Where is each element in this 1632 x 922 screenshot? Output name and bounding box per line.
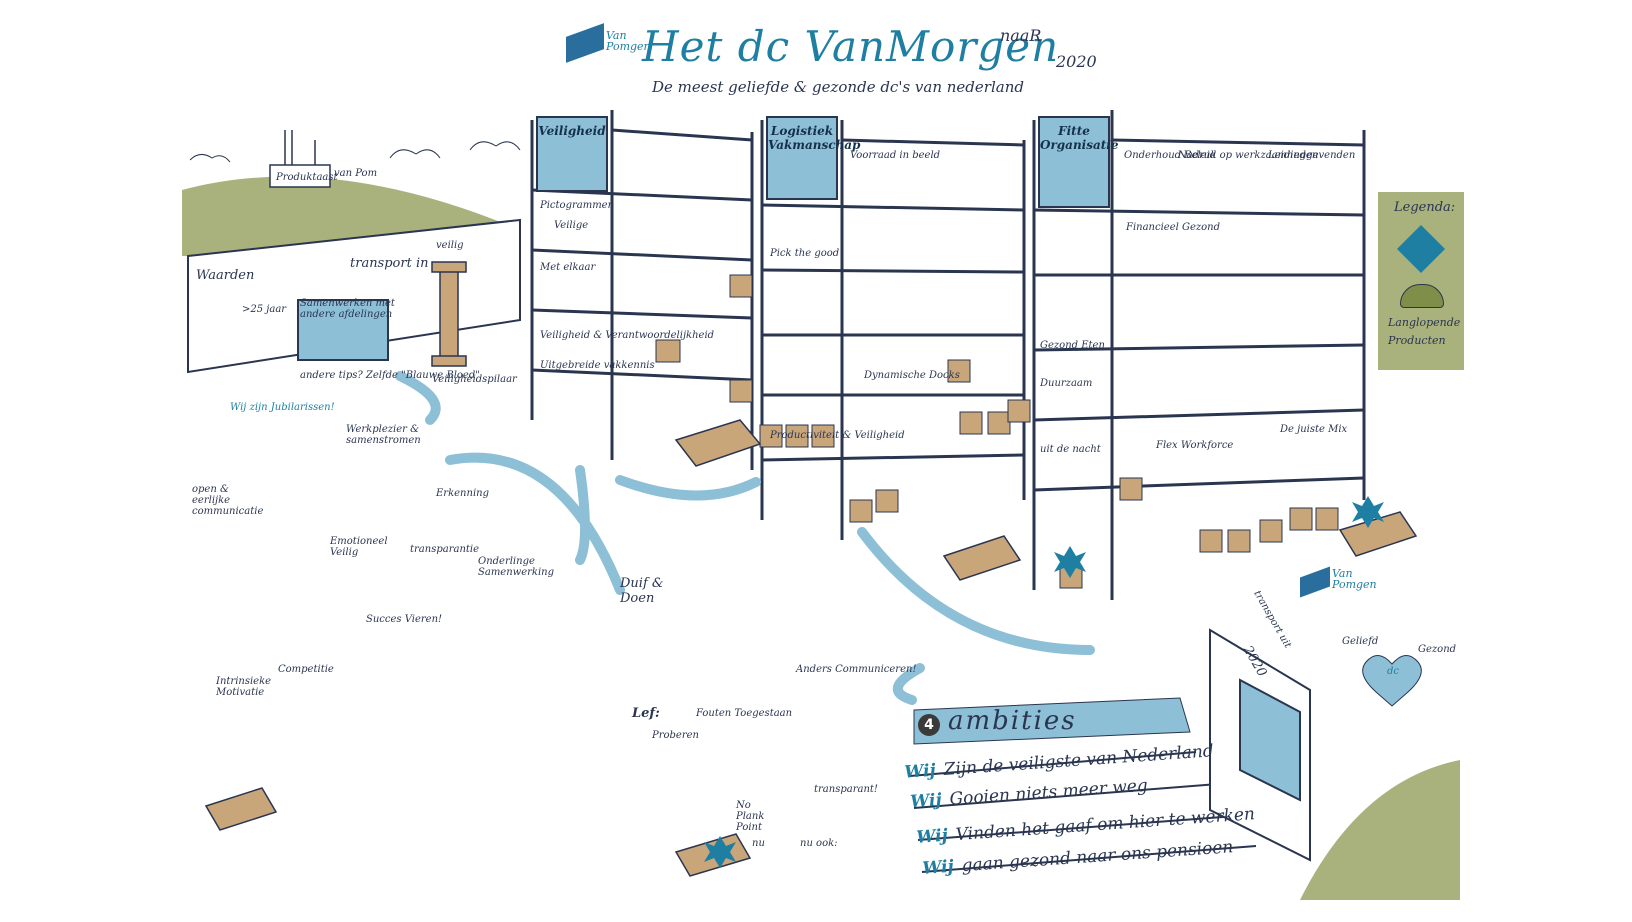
starburst-icon bbox=[1396, 224, 1446, 274]
cloud-icon bbox=[389, 149, 441, 159]
waarden-label: Waarden bbox=[196, 268, 255, 283]
no-plank-label: No Plank Point bbox=[736, 800, 765, 833]
ambities-title: ambities bbox=[948, 706, 1077, 736]
erkenning-label: Erkenning bbox=[436, 488, 489, 499]
legend-item: Langlopende Producten bbox=[1388, 316, 1461, 347]
heart-dc-label: dc bbox=[1387, 666, 1400, 677]
logo-text: Van Pomgen bbox=[1332, 567, 1377, 591]
green-hill-right bbox=[1300, 760, 1460, 900]
starburst-icon bbox=[704, 496, 1384, 868]
samenwerken-label: Samenwerken met andere afdelingen bbox=[300, 298, 395, 320]
shelf-label: Voorraad in beeld bbox=[850, 150, 941, 161]
shelf-label: Veiligheid & Verantwoordelijkheid bbox=[540, 330, 715, 341]
legend-panel: Legenda: Langlopende Producten bbox=[1378, 192, 1464, 370]
shelf-label: uit de nacht bbox=[1040, 444, 1101, 455]
wij-label: Wij bbox=[915, 825, 949, 848]
shelf-unit-3 bbox=[1032, 110, 1366, 600]
shelf-label: Onderhoud Beleid bbox=[1124, 150, 1217, 161]
anders-label: Anders Communiceren! bbox=[796, 664, 917, 675]
duif-doen-label: Duif & Doen bbox=[620, 576, 664, 606]
warehouse-wall bbox=[187, 218, 521, 374]
heart-icon bbox=[1362, 655, 1422, 707]
page-title: Het dc VanMorgen bbox=[642, 22, 1060, 71]
shelf-unit-1 bbox=[530, 110, 754, 470]
flow-arrows bbox=[395, 371, 1095, 705]
shelf-label: Productiviteit & Veiligheid bbox=[770, 430, 905, 441]
succes-label: Succes Vieren! bbox=[366, 614, 443, 625]
shelf-label: Met elkaar bbox=[540, 262, 596, 273]
transparantie-label: transparantie bbox=[410, 544, 480, 555]
ambities-banner bbox=[909, 697, 1257, 873]
open-eerlijke-label: open & eerlijke communicatie bbox=[192, 484, 264, 517]
shelf-label: Pictogrammen bbox=[540, 200, 615, 211]
page-subtitle: De meest geliefde & gezonde dc's van ned… bbox=[652, 78, 1024, 96]
shelf-label: Flex Workforce bbox=[1156, 440, 1234, 451]
onderlinge-label: Onderlinge Samenwerking bbox=[478, 556, 555, 578]
loading-dock bbox=[1209, 628, 1311, 862]
shelf-label: Leidinggevenden bbox=[1268, 150, 1356, 161]
wij-label: Wij bbox=[909, 790, 943, 813]
shelf-label: Pick the good bbox=[770, 248, 840, 259]
title-naar: naaR bbox=[1000, 26, 1042, 45]
safety-pillar bbox=[431, 261, 467, 367]
shelf-label: Gezond Eten bbox=[1040, 340, 1105, 351]
gezond-label: Gezond bbox=[1418, 644, 1457, 655]
legend-title: Legenda: bbox=[1394, 200, 1456, 215]
title-year: 2020 bbox=[1056, 52, 1097, 71]
shelf-sign-fitte-organisatie: Fitte Organisatie bbox=[1038, 116, 1119, 208]
proberen-label: Proberen bbox=[652, 730, 699, 741]
shelf-sign-veiligheid: Veiligheid bbox=[536, 116, 608, 192]
nu-label: nu bbox=[752, 838, 765, 849]
lef-label: Lef: bbox=[632, 706, 660, 721]
logo-text: Van Pomgen bbox=[606, 29, 651, 53]
nu-ook-label: nu ook: bbox=[800, 838, 838, 849]
boxes bbox=[655, 274, 1339, 589]
intrinsieke-label: Intrinsieke Motivatie bbox=[216, 676, 272, 698]
shelf-sign-logistiek: Logistiek Vakmanschap bbox=[766, 116, 860, 200]
truck-label: van Pom bbox=[334, 168, 378, 179]
shelf-label: Dynamische Docks bbox=[864, 370, 960, 381]
shelf-label: Uitgebreide vakkennis bbox=[540, 360, 655, 371]
wij-label: Wij bbox=[903, 760, 937, 783]
competitie-label: Competitie bbox=[278, 664, 334, 675]
turtle-icon bbox=[1400, 284, 1444, 308]
ambities-number: 4 bbox=[918, 714, 940, 736]
shelf-label: Duurzaam bbox=[1040, 378, 1093, 389]
factory-label: Produktaast bbox=[276, 172, 338, 183]
pillar-label: Veiligheidspilaar bbox=[432, 374, 517, 385]
emotioneel-label: Emotioneel Veilig bbox=[330, 536, 388, 558]
shelf-label: Nadruk op werkzaamheden bbox=[1178, 150, 1319, 161]
werkplezier-label: Werkplezier & samenstromen bbox=[346, 424, 421, 446]
shelf-unit-2 bbox=[760, 120, 1026, 540]
wij-label: Wij bbox=[921, 856, 955, 879]
shelf-label: De juiste Mix bbox=[1280, 424, 1348, 435]
factory-icon bbox=[269, 130, 331, 188]
fouten-label: Fouten Toegestaan bbox=[696, 708, 793, 719]
pillar-text: veilig bbox=[436, 240, 464, 251]
years-sign: >25 jaar bbox=[242, 304, 287, 315]
blauwe-bloed-label: andere tips? Zelfde "Blauwe Bloed" bbox=[300, 370, 480, 381]
shelf-label: Veilige bbox=[554, 220, 589, 231]
cloud-icon bbox=[189, 154, 231, 163]
cloud-icon bbox=[469, 141, 521, 151]
geliefd-label: Geliefd bbox=[1342, 636, 1379, 647]
jubilarissen-label: Wij zijn Jubilarissen! bbox=[230, 402, 335, 413]
shelf-label: Financieel Gezond bbox=[1126, 222, 1221, 233]
transparant-label: transparant! bbox=[814, 784, 878, 795]
transport-in-label: transport in bbox=[350, 256, 429, 271]
